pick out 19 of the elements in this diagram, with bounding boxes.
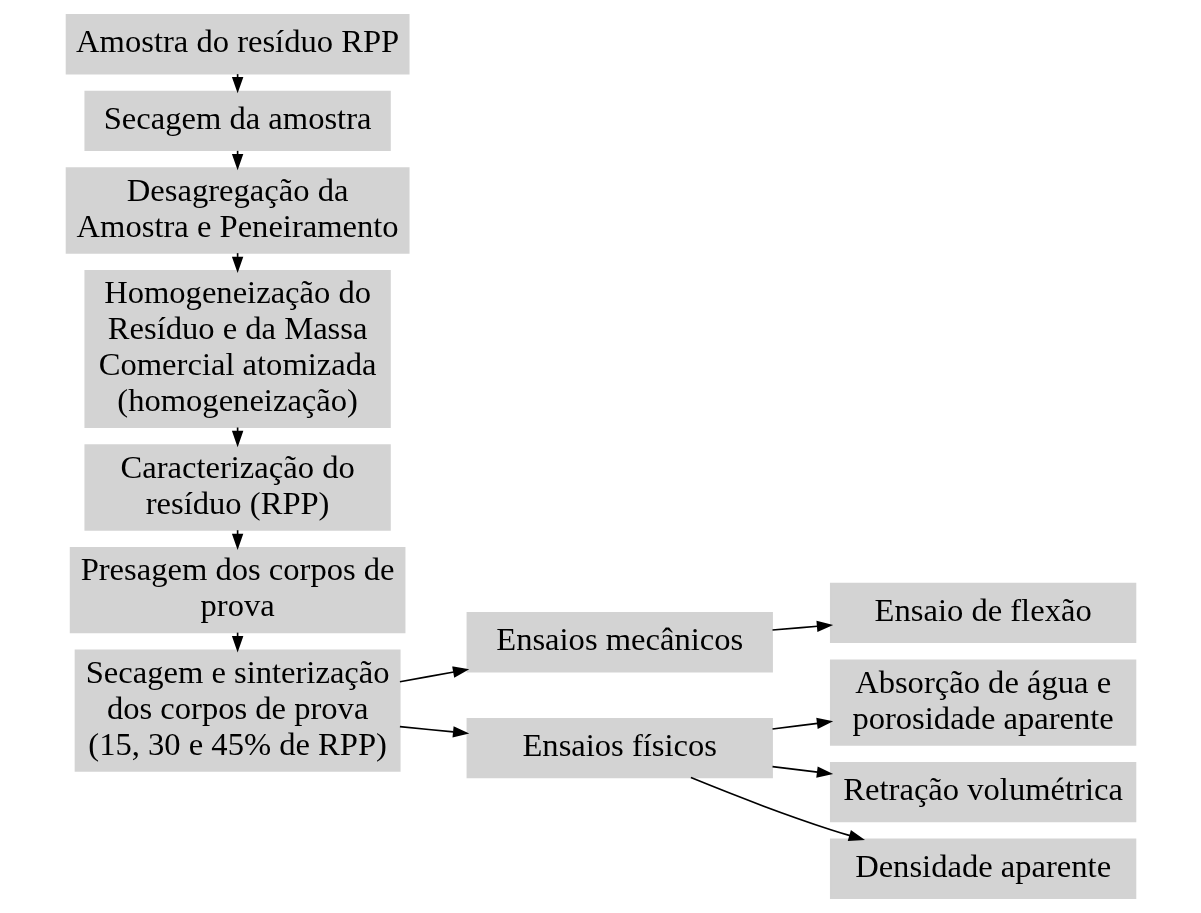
arrow (771, 765, 833, 778)
node-box: Ensaios físicos (466, 718, 773, 779)
node-box: Retração volumétrica (829, 762, 1136, 823)
arrow (398, 666, 469, 683)
arrow (398, 725, 469, 738)
node-box: Presagem dos corpos de prova (69, 546, 405, 634)
node-box: Absorção de água e porosidade aparente (829, 659, 1136, 746)
node-box: Ensaio de flexão (829, 582, 1136, 644)
node-box: Secagem da amostra (83, 90, 391, 151)
node-box: Homogeneização do Resíduo e da Massa Comercial atomizada (homogeneização) (83, 269, 391, 428)
node-box: Caracterização do resíduo (RPP) (83, 444, 391, 531)
arrow (771, 620, 833, 633)
arrow (771, 717, 833, 730)
node-box: Densidade aparente (829, 838, 1136, 899)
arrow (689, 776, 865, 841)
node-box: Secagem e sinterização dos corpos de prova (15, 30 e 45% de RPP) (74, 649, 401, 772)
node-box: Ensaios mecânicos (466, 612, 773, 673)
node-box: Desagregação da Amostra e Peneiramento (65, 167, 410, 254)
node-box: Amostra do resíduo RPP (65, 14, 410, 75)
